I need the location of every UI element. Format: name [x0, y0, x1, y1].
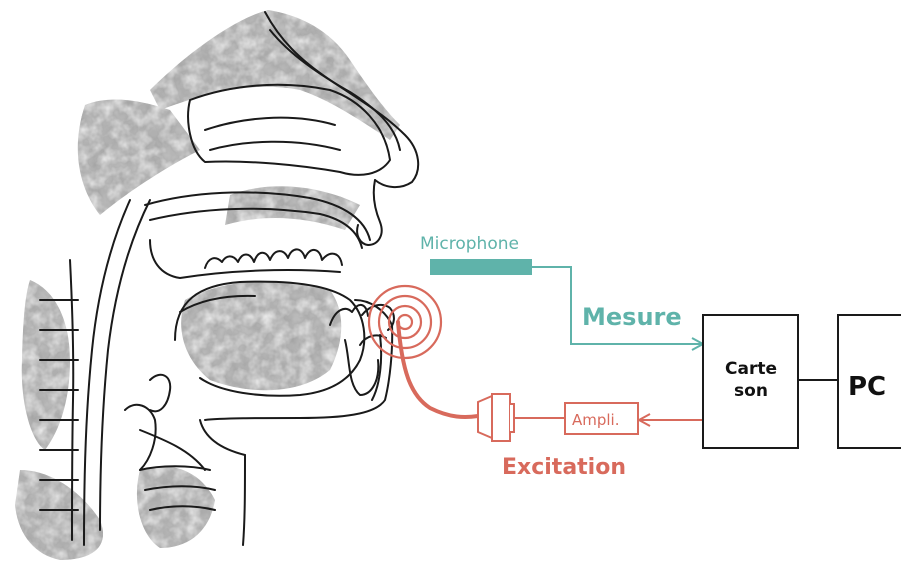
pc-label: PC — [848, 374, 886, 400]
microphone-label: Microphone — [420, 236, 519, 253]
ampli-label: Ampli. — [572, 413, 620, 428]
loudspeaker-icon — [478, 394, 514, 441]
mesure-label: Mesure — [582, 305, 682, 329]
microphone-bar — [430, 259, 532, 275]
excitation-label: Excitation — [502, 457, 626, 479]
sound-wave-icon — [369, 286, 441, 358]
carte-son-label: Carte son — [718, 358, 784, 402]
